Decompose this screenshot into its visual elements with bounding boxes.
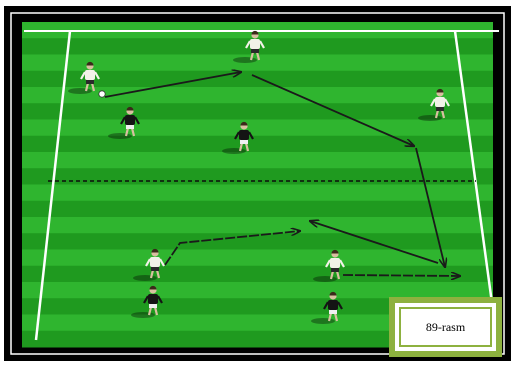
grass-stripe — [22, 282, 493, 299]
player-white — [68, 61, 106, 98]
player-white — [233, 30, 265, 63]
players-layer — [68, 30, 450, 324]
pass-arrow — [104, 72, 241, 98]
player-black — [311, 291, 343, 324]
grass-stripe — [22, 233, 493, 250]
movement-arrows — [104, 72, 460, 276]
player-black — [131, 285, 163, 318]
grass-stripe — [22, 54, 493, 72]
grass-stripe — [22, 152, 493, 169]
pitch — [22, 22, 493, 348]
grass-stripe — [22, 298, 493, 315]
grass-stripe — [22, 217, 493, 234]
frame-white-rule — [10, 12, 505, 355]
grass-stripe — [22, 200, 493, 218]
grass-stripe — [22, 330, 493, 348]
run-arrow — [342, 275, 460, 276]
grass-stripe — [22, 119, 493, 137]
pass-arrow — [415, 147, 445, 267]
right-touch-line — [453, 30, 499, 341]
player-white — [418, 88, 450, 121]
grass-stripe — [22, 184, 493, 202]
player-white — [133, 248, 165, 281]
grass-stripe — [22, 103, 493, 120]
grass-stripe — [22, 249, 493, 267]
ball-icon — [98, 90, 106, 98]
pass-arrow — [310, 221, 439, 264]
pass-arrow — [251, 74, 414, 146]
figure-caption: 89-rasm — [399, 307, 492, 347]
run-arrow — [164, 231, 300, 266]
player-black — [222, 121, 254, 154]
player-black — [108, 106, 140, 139]
grass-stripe — [22, 135, 493, 153]
pitch-markings — [24, 30, 499, 341]
player-white — [313, 249, 345, 282]
grass-stripe — [22, 70, 493, 88]
grass-stripe — [22, 265, 493, 283]
grass-stripe — [22, 314, 493, 332]
figure-caption-box: 89-rasm — [389, 297, 502, 357]
left-touch-line — [34, 30, 72, 341]
